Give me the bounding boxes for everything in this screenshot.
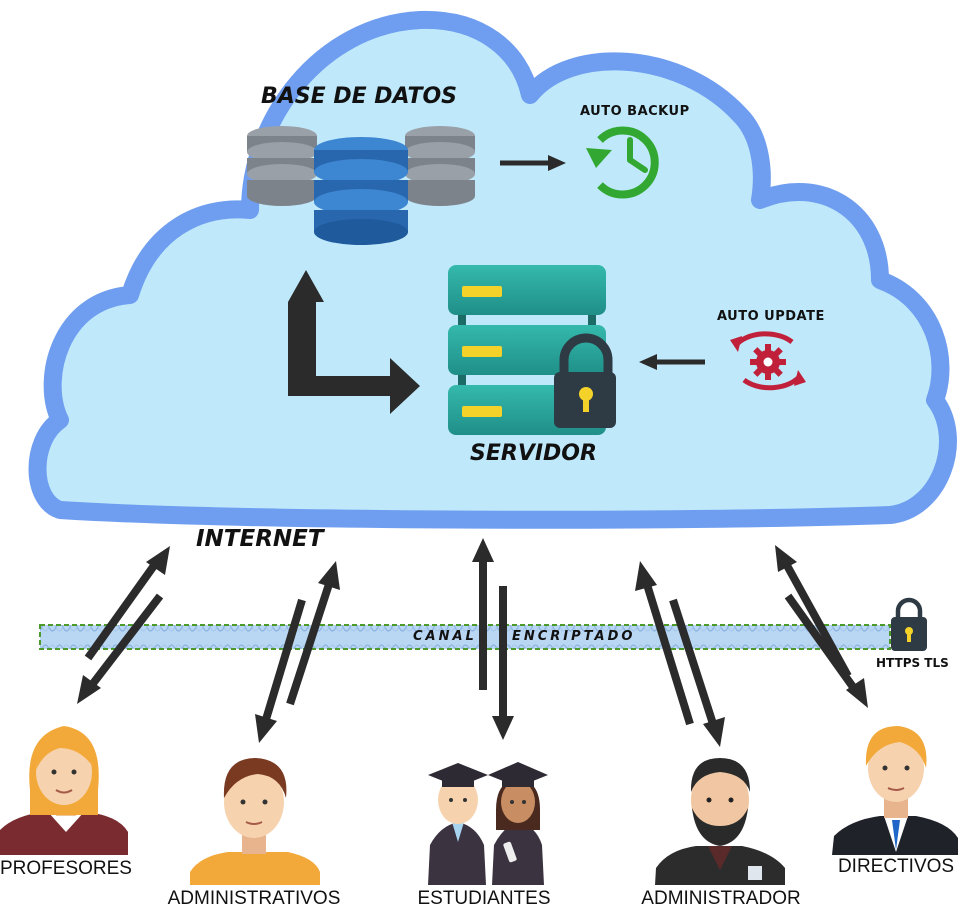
auto-update-label: AUTO UPDATE <box>717 309 825 324</box>
avatar-estudiantes <box>428 762 548 885</box>
arrows-estudiantes <box>472 538 514 740</box>
arrow-db-server <box>288 270 420 414</box>
database-icon <box>247 126 475 245</box>
user-label-administrativos: ADMINISTRATIVOS <box>167 888 341 909</box>
user-label-directivos: DIRECTIVOS <box>837 856 955 877</box>
user-label-estudiantes: ESTUDIANTES <box>417 888 551 909</box>
channel-right-text: ENCRIPTADO <box>512 629 636 644</box>
auto-backup-label: AUTO BACKUP <box>580 104 690 119</box>
db-gray-right-icon <box>405 126 475 206</box>
https-tls-label: HTTPS TLS <box>876 656 949 670</box>
arrows-administrativos <box>255 561 340 743</box>
db-blue-center-icon <box>314 137 408 245</box>
server-title: SERVIDOR <box>470 441 597 466</box>
arrows-administrador <box>635 561 725 747</box>
avatar-directivos <box>832 726 958 855</box>
avatar-profesores <box>0 726 128 855</box>
channel-left-text: CANAL <box>413 629 477 644</box>
arrows-profesores <box>77 546 170 704</box>
avatar-administrativos <box>190 758 320 885</box>
server-lock-icon <box>554 333 616 428</box>
backup-clock-icon <box>586 126 659 199</box>
avatar-administrador <box>655 758 785 885</box>
db-gray-left-icon <box>247 126 317 206</box>
arrow-update-to-server <box>639 354 705 370</box>
https-lock-icon <box>891 597 927 651</box>
encrypted-channel <box>39 624 891 650</box>
update-gear-icon <box>730 331 806 391</box>
arrow-db-to-backup <box>500 155 566 171</box>
arrows-directivos <box>775 545 868 708</box>
database-title: BASE DE DATOS <box>261 84 458 109</box>
user-label-administrador: ADMINISTRADOR <box>641 888 801 909</box>
internet-label: INTERNET <box>196 526 324 552</box>
user-label-profesores: PROFESORES <box>0 858 132 879</box>
